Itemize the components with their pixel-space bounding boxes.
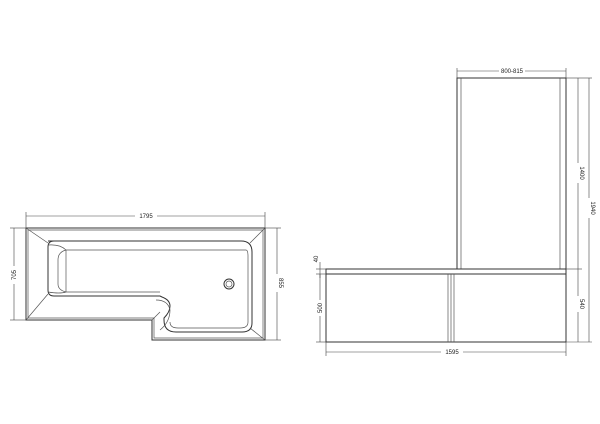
label-bg xyxy=(10,266,18,284)
label-bg xyxy=(574,296,582,312)
waste-outlet-inner xyxy=(225,280,233,288)
bath-bowl-inner xyxy=(66,249,249,329)
corner-line-tl xyxy=(25,227,49,244)
label-bg xyxy=(499,67,525,75)
front-elevation: 800-815 1400 1940 540 40 500 1595 xyxy=(314,67,595,356)
label-bg xyxy=(585,198,593,218)
bath-front-panel xyxy=(325,273,567,343)
bath-rim xyxy=(325,268,567,275)
dimension-bath-height-label: 540 xyxy=(578,299,584,310)
corner-line-tr xyxy=(249,227,266,244)
bath-bowl xyxy=(47,240,253,333)
bath-outer-outline xyxy=(25,227,266,341)
label-bg xyxy=(441,348,463,356)
shower-screen xyxy=(456,77,567,270)
label-bg xyxy=(574,163,582,183)
dimension-screen-height-label: 1400 xyxy=(578,166,584,180)
corner-line-br xyxy=(249,327,266,341)
dimension-narrow-width-label: 705 xyxy=(12,269,18,280)
waste-outlet-icon xyxy=(223,278,235,290)
bath-step-curve xyxy=(155,299,171,331)
label-bg xyxy=(135,212,157,220)
dimension-panel-height-label: 500 xyxy=(318,302,324,313)
bath-headrest-curve xyxy=(47,244,67,294)
bath-bowl-floor xyxy=(57,249,160,293)
dimension-overall-height-label: 1940 xyxy=(589,201,595,215)
corner-line-bl xyxy=(25,293,49,321)
dimension-panel-length-label: 1595 xyxy=(445,350,459,356)
dimension-screen-width-label: 800-815 xyxy=(501,69,524,75)
dimension-wide-width-label: 855 xyxy=(277,278,283,289)
bath-rim-outline xyxy=(27,229,264,339)
dimension-rim-height-label: 40 xyxy=(314,255,320,262)
dimension-length-label: 1795 xyxy=(139,214,153,220)
corner-line-step xyxy=(151,311,161,321)
plan-view: 1795 705 855 xyxy=(10,212,283,341)
label-bg xyxy=(273,274,281,292)
label-bg xyxy=(316,300,324,316)
